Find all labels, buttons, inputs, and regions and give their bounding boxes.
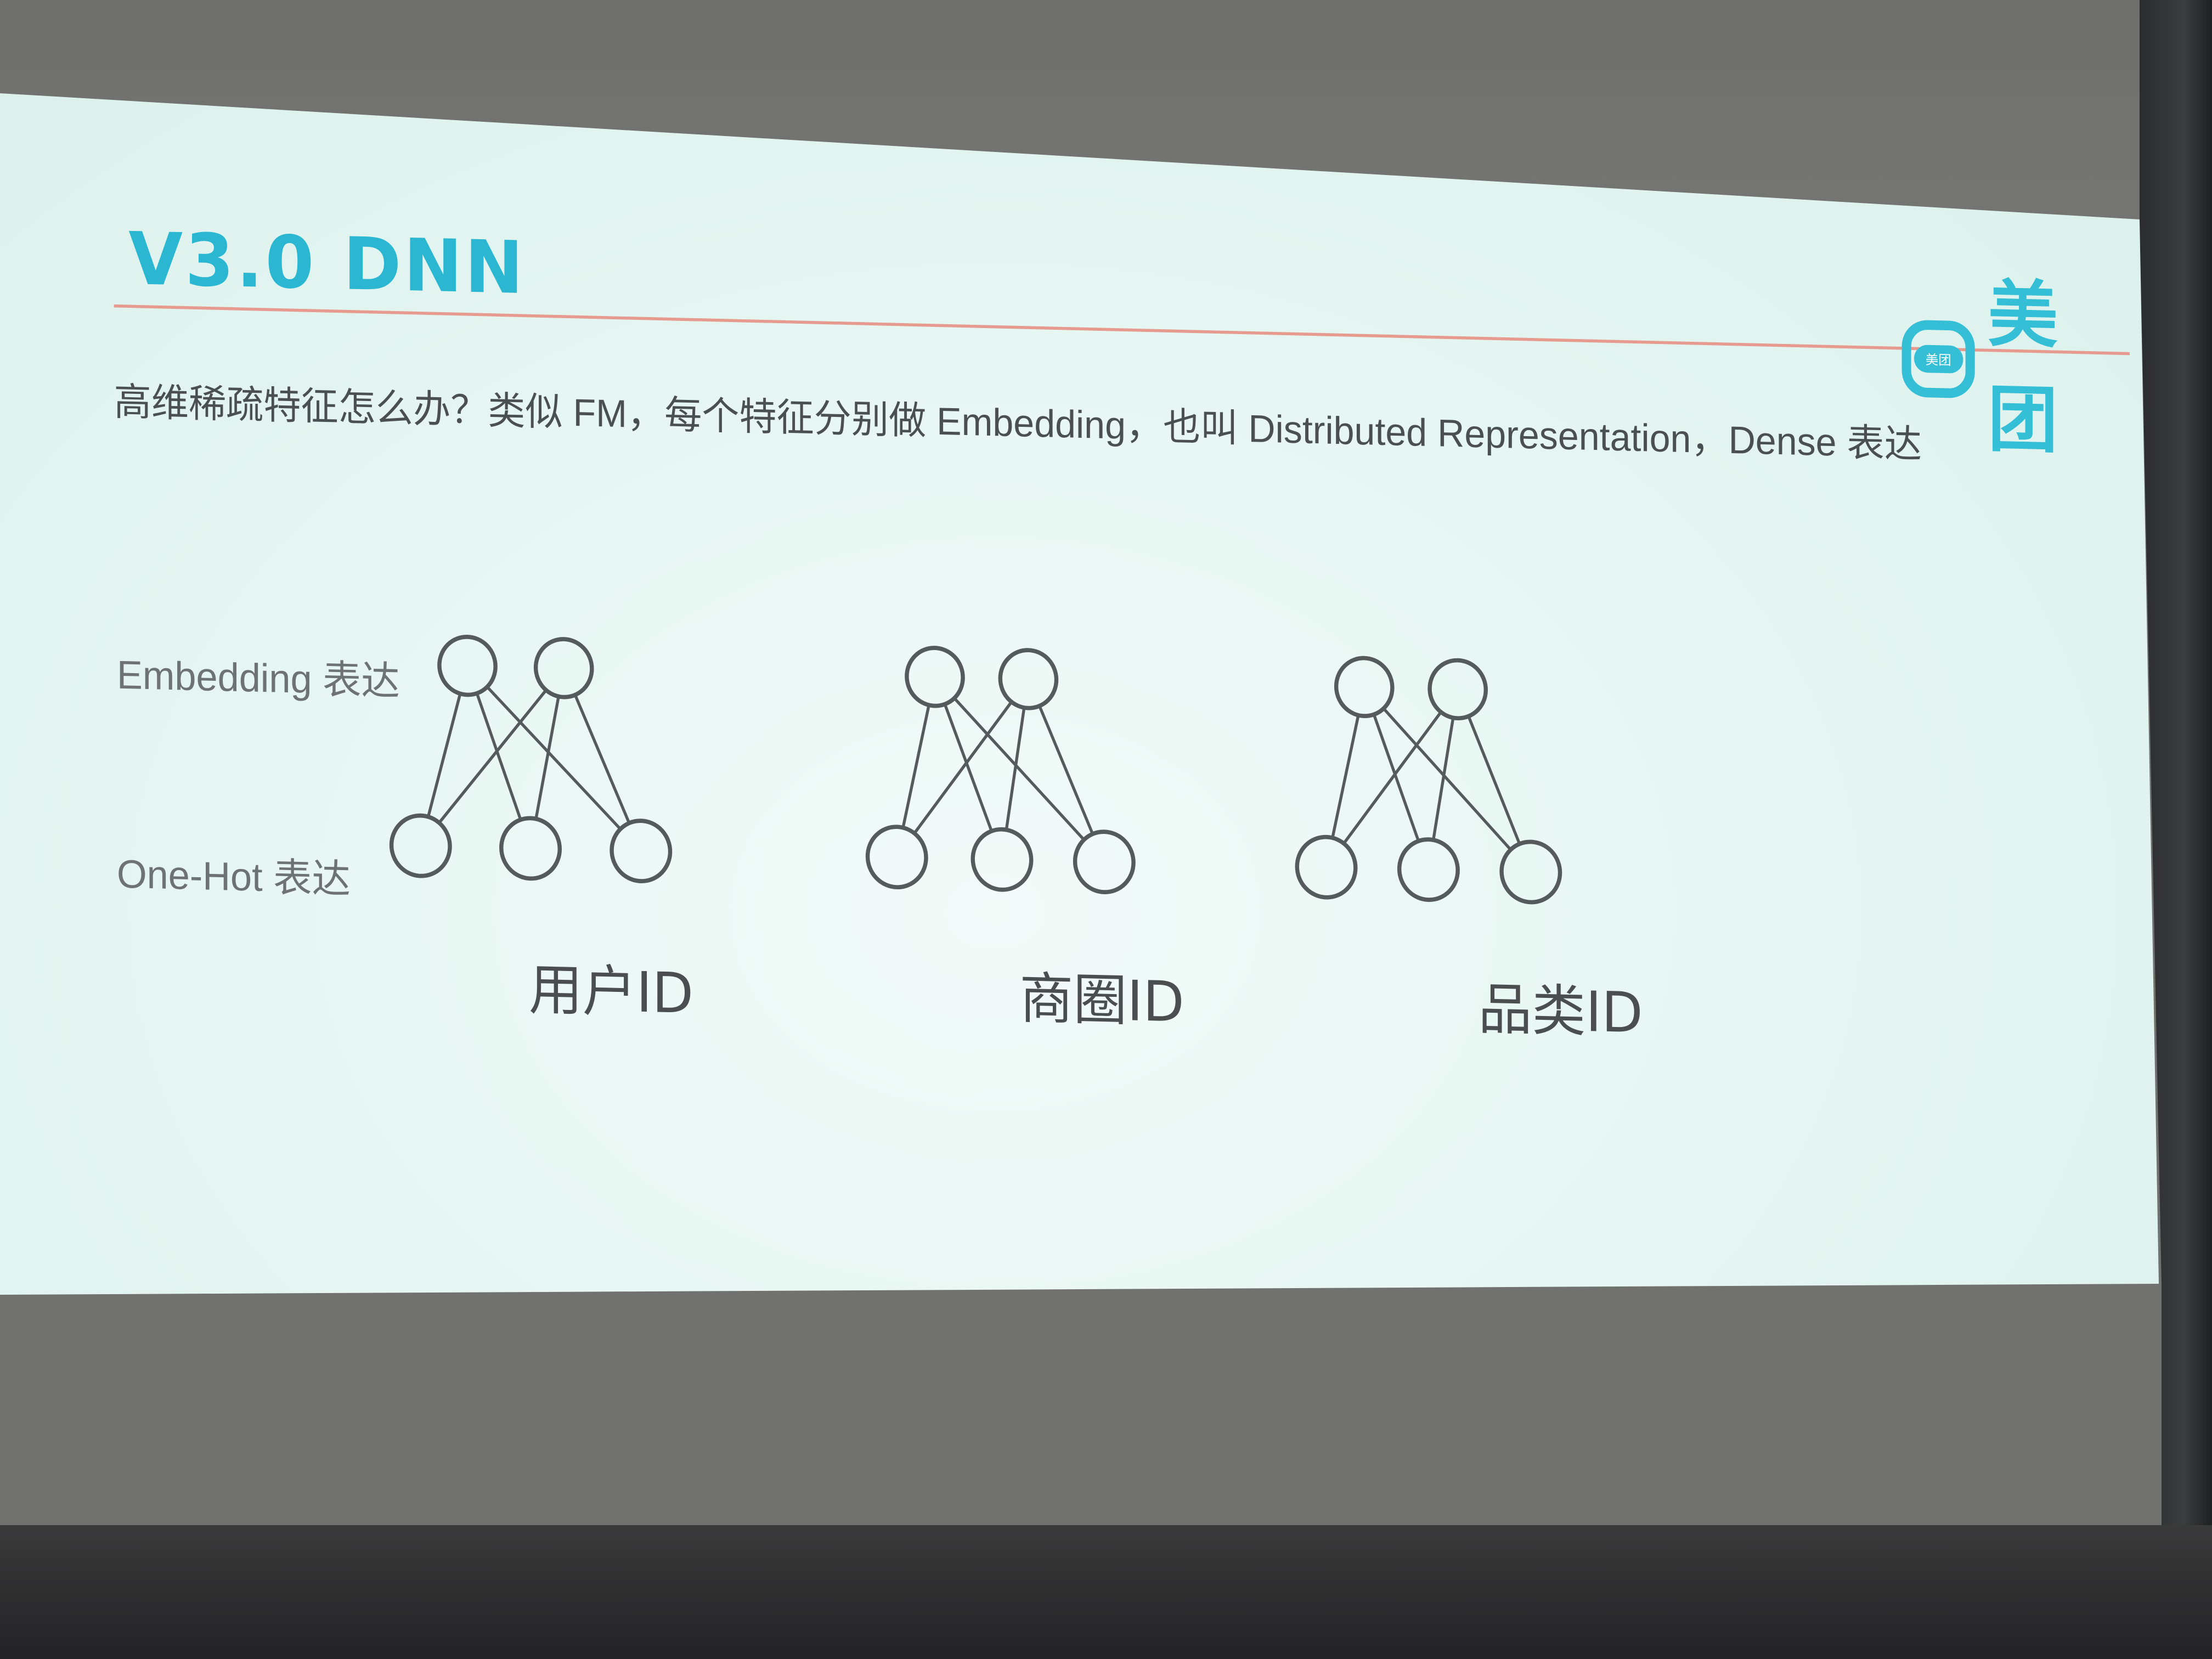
edge-business-district-id-0-1 — [943, 703, 993, 832]
edge-business-district-id-1-0 — [913, 701, 1013, 834]
onehot-node-business-district-id-2 — [1073, 830, 1136, 894]
onehot-node-category-id-0 — [1295, 834, 1358, 900]
embedding-node-business-district-id-1 — [998, 648, 1059, 710]
feature-label-category-id: 品类ID — [1478, 977, 1643, 1046]
embedding-node-category-id-1 — [1427, 658, 1488, 721]
onehot-node-business-district-id-1 — [970, 827, 1034, 892]
slide-content: V3.0 DNN 美团 美团 高维稀疏特征怎么办？类似 FM，每个特征分别做 E… — [114, 217, 2130, 1046]
onehot-node-user-id-1 — [499, 816, 562, 881]
embedding-diagram — [389, 634, 1562, 905]
edge-category-id-0-1 — [1372, 714, 1420, 842]
embedding-node-user-id-0 — [437, 634, 498, 697]
edge-category-id-1-0 — [1342, 711, 1442, 845]
edge-user-id-1-2 — [573, 694, 631, 824]
feature-label-business-district-id: 商圈ID — [1019, 966, 1184, 1035]
edge-business-district-id-1-1 — [1005, 707, 1026, 830]
edge-business-district-id-0-2 — [953, 697, 1085, 841]
edge-business-district-id-0-0 — [901, 704, 930, 828]
room-floor — [0, 1525, 2212, 1659]
embedding-node-user-id-1 — [533, 637, 594, 699]
network-category-id — [1295, 656, 1562, 905]
edge-category-id-1-2 — [1467, 715, 1521, 845]
edge-category-id-1-1 — [1432, 717, 1455, 840]
edge-user-id-1-0 — [438, 689, 548, 824]
edge-category-id-0-0 — [1331, 715, 1360, 838]
onehot-node-user-id-2 — [610, 819, 673, 884]
onehot-node-category-id-2 — [1499, 839, 1562, 905]
edge-category-id-0-2 — [1383, 707, 1512, 851]
network-user-id — [389, 634, 673, 884]
edge-user-id-0-2 — [486, 686, 622, 831]
edge-user-id-1-1 — [534, 696, 560, 820]
onehot-node-category-id-1 — [1397, 837, 1460, 902]
edge-user-id-0-1 — [475, 692, 522, 821]
feature-label-user-id: 用户ID — [528, 957, 694, 1026]
network-business-district-id — [865, 646, 1136, 894]
embedding-node-category-id-0 — [1334, 656, 1395, 719]
onehot-node-user-id-0 — [389, 813, 452, 878]
edge-user-id-0-0 — [426, 693, 462, 817]
onehot-node-business-district-id-0 — [865, 825, 928, 890]
embedding-node-business-district-id-0 — [905, 646, 965, 708]
edge-business-district-id-1-2 — [1038, 705, 1094, 835]
